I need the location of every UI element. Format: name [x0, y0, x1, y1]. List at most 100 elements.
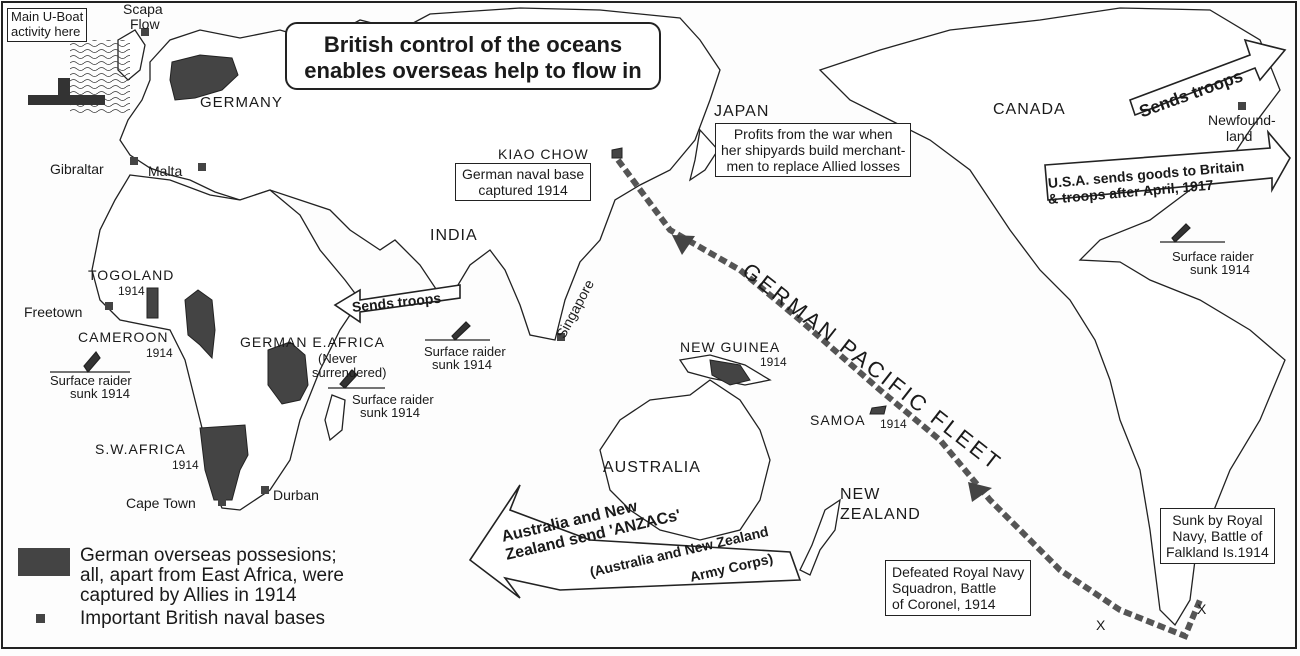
- raider-b-line-1: Surface raider: [352, 392, 434, 407]
- falkland-note-line-1: Sunk by Royal: [1172, 512, 1263, 528]
- legend-bases: Important British naval bases: [80, 608, 326, 629]
- x-mark-coronel: X: [1096, 617, 1106, 633]
- base-freetown: [105, 302, 113, 310]
- possession-germany: [169, 54, 239, 101]
- x-mark-falkland: X: [1197, 601, 1207, 617]
- kiao-chow-note-box: German naval base captured 1914: [455, 163, 592, 202]
- possession-cameroon: [184, 289, 216, 360]
- raider-c-line-1: Surface raider: [424, 344, 506, 359]
- falkland-note-line-3: Falkland Is.1914: [1166, 544, 1269, 561]
- japan-note-box: Profits from the war when her shipyards …: [715, 123, 912, 178]
- base-singapore: [557, 333, 565, 341]
- possession-sw-africa: [199, 424, 249, 501]
- base-newfoundland: [1238, 102, 1246, 110]
- label-newfoundland-2: land: [1226, 128, 1253, 144]
- label-germany: GERMANY: [200, 94, 283, 111]
- arrow-shapes: [333, 38, 1291, 599]
- fleet-route: [615, 158, 1203, 640]
- label-sw-africa-year: 1914: [172, 458, 199, 472]
- label-durban: Durban: [273, 487, 319, 503]
- possession-togoland: [146, 287, 159, 319]
- possession-kiao-chow: [611, 147, 623, 159]
- kiao-chow-note-line-1: German naval base: [462, 166, 585, 182]
- label-malta: Malta: [148, 163, 183, 179]
- possession-samoa: [869, 405, 887, 415]
- label-samoa: SAMOA: [810, 412, 866, 428]
- raider-b-line-2: sunk 1914: [360, 405, 420, 420]
- canada-troops-arrow: [1128, 38, 1287, 117]
- uboat-note-line-2: activity here: [11, 23, 81, 39]
- anzac-arrow: [468, 484, 802, 599]
- raider-d-line-1: Surface raider: [1172, 249, 1254, 264]
- landmass-madagascar: [324, 394, 346, 442]
- falkland-note-box: Sunk by Royal Navy, Battle of Falkland I…: [1160, 508, 1275, 565]
- legend-possessions-line-2: all, apart from East Africa, were: [80, 565, 344, 586]
- japan-note-line-2: her shipyards build merchant-: [721, 142, 906, 159]
- label-new-zealand-1: NEW: [840, 486, 881, 503]
- raider-a-line-1: Surface raider: [50, 373, 132, 388]
- label-cameroon-year: 1914: [146, 346, 173, 360]
- map-title-line-1: British control of the oceans: [323, 32, 623, 57]
- label-cameroon: CAMEROON: [78, 329, 169, 345]
- label-gibraltar: Gibraltar: [50, 161, 104, 177]
- legend-possession-swatch: [18, 548, 70, 576]
- label-newfoundland-1: Newfound-: [1208, 112, 1276, 128]
- label-new-guinea-year: 1914: [760, 355, 787, 369]
- map-title: British control of the oceans enables ov…: [285, 22, 661, 90]
- landmass-europe-asia: [119, 7, 721, 341]
- uboat-note-line-1: Main U-Boat: [11, 9, 84, 24]
- japan-note-line-1: Profits from the war when: [733, 126, 893, 142]
- legend-possessions-line-1: German overseas possesions;: [80, 545, 337, 566]
- label-cape-town: Cape Town: [126, 495, 196, 511]
- label-australia: AUSTRALIA: [603, 459, 701, 476]
- label-india: INDIA: [430, 227, 478, 244]
- kiao-chow-note-line-2: captured 1914: [478, 182, 568, 199]
- label-scapa-1: Scapa: [123, 1, 163, 17]
- naval-bases: [105, 28, 1246, 506]
- raider-c-line-2: sunk 1914: [432, 357, 492, 372]
- label-japan: JAPAN: [714, 103, 770, 120]
- coronel-note-line-2: Squadron, Battle: [892, 580, 997, 597]
- raider-d-line-2: sunk 1914: [1190, 262, 1250, 277]
- india-troops-arrow: [333, 284, 461, 324]
- label-freetown: Freetown: [24, 304, 83, 320]
- label-togoland-year: 1914: [118, 284, 145, 298]
- fleet-arrowheads: [672, 235, 992, 502]
- label-scapa-2: Flow: [130, 16, 160, 32]
- german-possessions: [146, 54, 887, 501]
- sunk-raider-symbols: [50, 223, 1225, 389]
- falkland-note-line-2: Navy, Battle of: [1172, 528, 1263, 545]
- label-german-e-africa: GERMAN E.AFRICA: [240, 334, 385, 350]
- base-gibraltar: [130, 157, 138, 165]
- never-line-1: (Never: [318, 351, 358, 366]
- legend-base-square: [36, 614, 45, 623]
- label-sw-africa: S.W.AFRICA: [95, 441, 186, 457]
- uboat-note-box: Main U-Boat activity here: [7, 8, 88, 42]
- usa-arrow: [1044, 129, 1291, 201]
- uboat-silhouette: [28, 78, 105, 105]
- legend-possessions-line-3: captured by Allies in 1914: [80, 585, 297, 606]
- label-kiao-chow: KIAO CHOW: [498, 146, 589, 162]
- raider-a-line-2: sunk 1914: [70, 386, 130, 401]
- map-title-line-2: enables overseas help to flow in: [304, 58, 642, 84]
- never-line-2: surrendered): [312, 365, 387, 380]
- base-cape-town: [218, 498, 226, 506]
- label-togoland: TOGOLAND: [88, 267, 175, 283]
- coronel-note-line-3: of Coronel, 1914: [892, 596, 996, 613]
- base-malta: [198, 163, 206, 171]
- label-canada: CANADA: [993, 101, 1066, 118]
- base-scapa: [141, 28, 149, 36]
- label-new-zealand-2: ZEALAND: [840, 506, 921, 523]
- landmass-new-zealand: [799, 498, 841, 576]
- coronel-note-box: Defeated Royal Navy Squadron, Battle of …: [885, 560, 1032, 617]
- label-new-guinea: NEW GUINEA: [680, 339, 781, 355]
- base-durban: [261, 486, 269, 494]
- possession-new-guinea: [709, 359, 751, 386]
- label-samoa-year: 1914: [880, 417, 907, 431]
- possession-east-africa: [267, 341, 309, 405]
- coronel-note-line-1: Defeated Royal Navy: [892, 564, 1025, 580]
- landmass-australia: [599, 379, 771, 541]
